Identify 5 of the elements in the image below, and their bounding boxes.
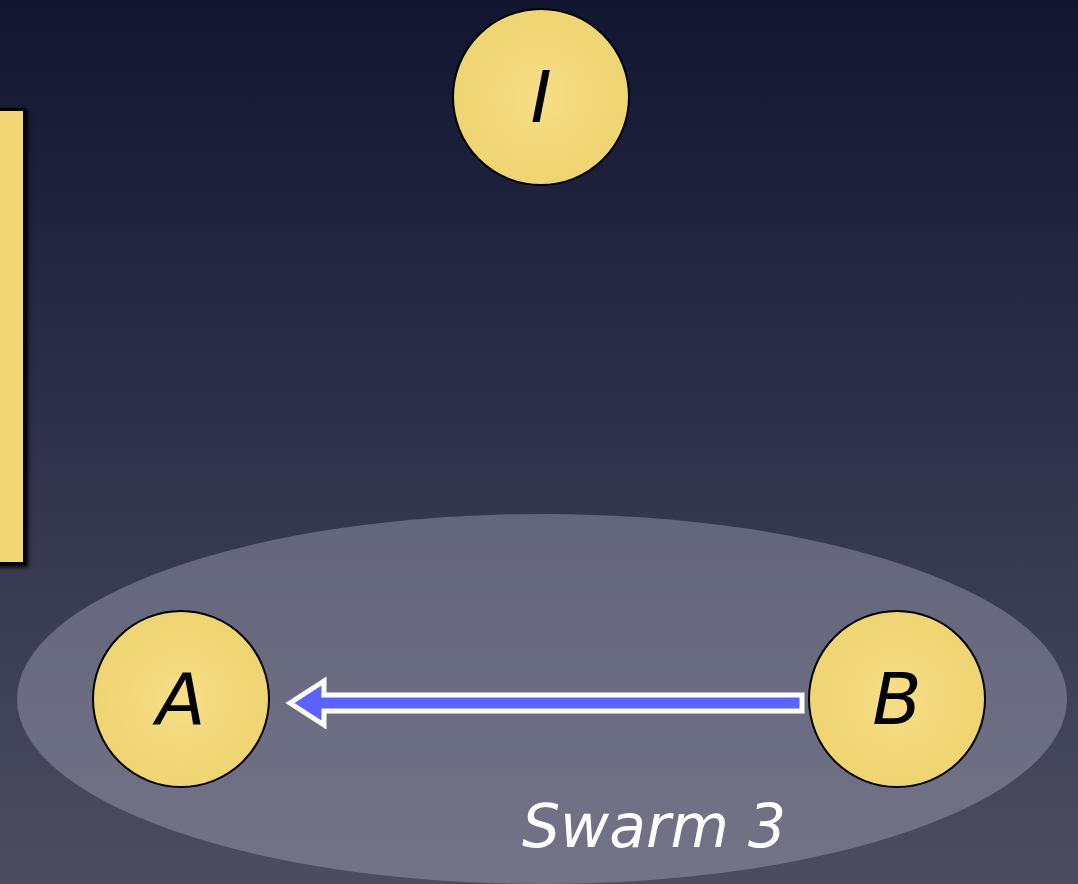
empty-box xyxy=(0,108,26,565)
arrow xyxy=(285,676,805,730)
node-label: I xyxy=(530,61,552,133)
node-label: B xyxy=(872,663,922,735)
swarm-label: Swarm 3 xyxy=(522,796,787,856)
